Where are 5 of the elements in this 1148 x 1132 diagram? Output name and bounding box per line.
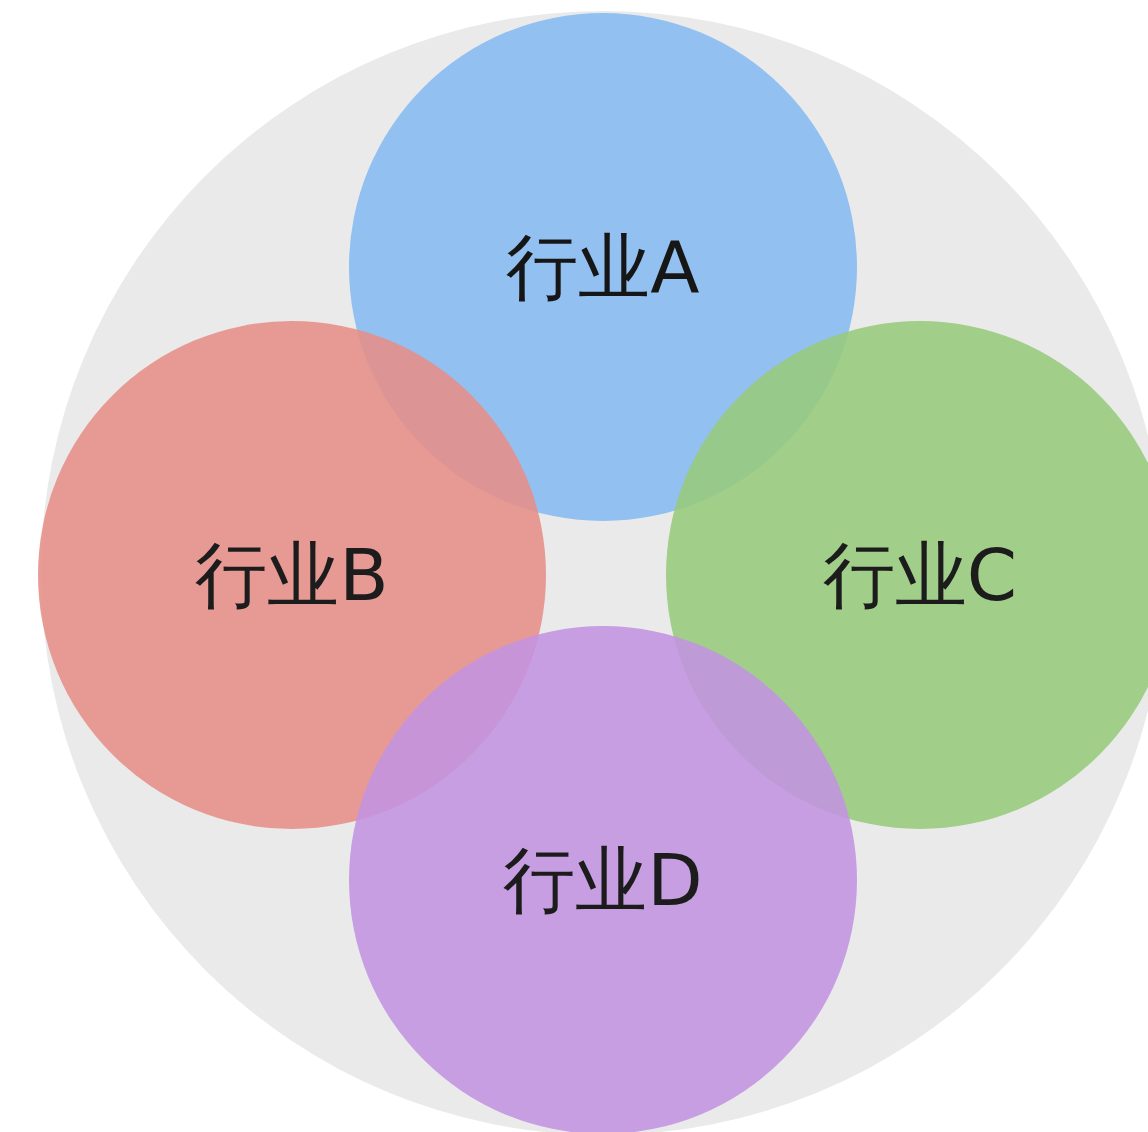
circle-label: 行业A — [506, 231, 700, 303]
circle-label: 行业D — [503, 844, 703, 916]
venn-circle — [38, 321, 546, 829]
circle-label: 行业B — [195, 539, 389, 611]
circle-label: 行业C — [822, 539, 1018, 611]
